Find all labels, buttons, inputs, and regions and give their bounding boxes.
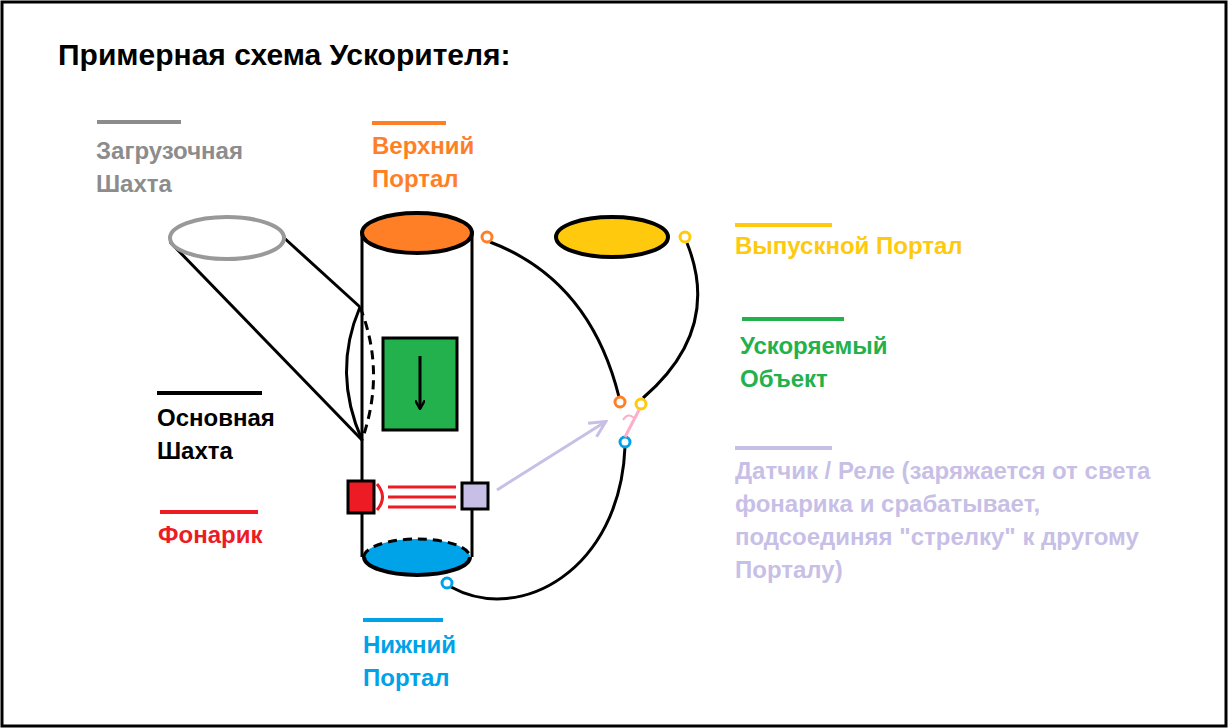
relay-link (497, 422, 605, 490)
flashlight-lens (377, 484, 383, 510)
legend-swatch (735, 223, 832, 227)
legend-text: Фонарик (158, 518, 358, 551)
top-portal (362, 213, 472, 253)
legend-swatch (157, 391, 262, 395)
legend-swatch (372, 121, 446, 125)
flashlight (348, 481, 374, 513)
terminal (620, 437, 630, 447)
legend-swatch (735, 446, 832, 450)
sensor (462, 483, 488, 509)
relay-switch-arc (623, 415, 634, 420)
legend-swatch (97, 120, 181, 124)
exit-portal (556, 217, 668, 257)
relay-switch (625, 410, 639, 437)
bottom-portal-rim (364, 539, 470, 557)
light-beam (388, 496, 456, 499)
fall-arrow (419, 356, 422, 408)
wire (451, 447, 625, 599)
accelerated-object (383, 338, 457, 430)
light-beam (388, 486, 456, 489)
terminal (636, 399, 646, 409)
shaft-junction (346, 307, 362, 440)
legend-text: Загрузочная Шахта (96, 134, 306, 200)
bottom-portal-rim (364, 557, 470, 575)
legend-swatch (742, 317, 844, 321)
legend-text: Ускоряемый Объект (740, 329, 950, 395)
wire (643, 243, 698, 398)
loading-shaft-line (282, 236, 360, 307)
legend-text: Выпускной Портал (735, 229, 1055, 262)
terminal (442, 578, 452, 588)
loading-shaft-mouth (170, 217, 284, 259)
legend-text: Верхний Портал (372, 129, 522, 195)
legend-text: Основная Шахта (157, 401, 322, 467)
light-beam (388, 506, 456, 509)
legend-swatch (160, 510, 258, 514)
legend-swatch (363, 618, 443, 622)
terminal (680, 232, 690, 242)
terminal (482, 232, 492, 242)
legend-text: Нижний Портал (363, 628, 513, 694)
title: Примерная схема Ускорителя: (58, 38, 511, 72)
legend-text: Датчик / Реле (заряжается от света фонар… (735, 454, 1155, 586)
terminal (615, 397, 625, 407)
bottom-portal (364, 539, 470, 575)
wire (490, 242, 619, 397)
